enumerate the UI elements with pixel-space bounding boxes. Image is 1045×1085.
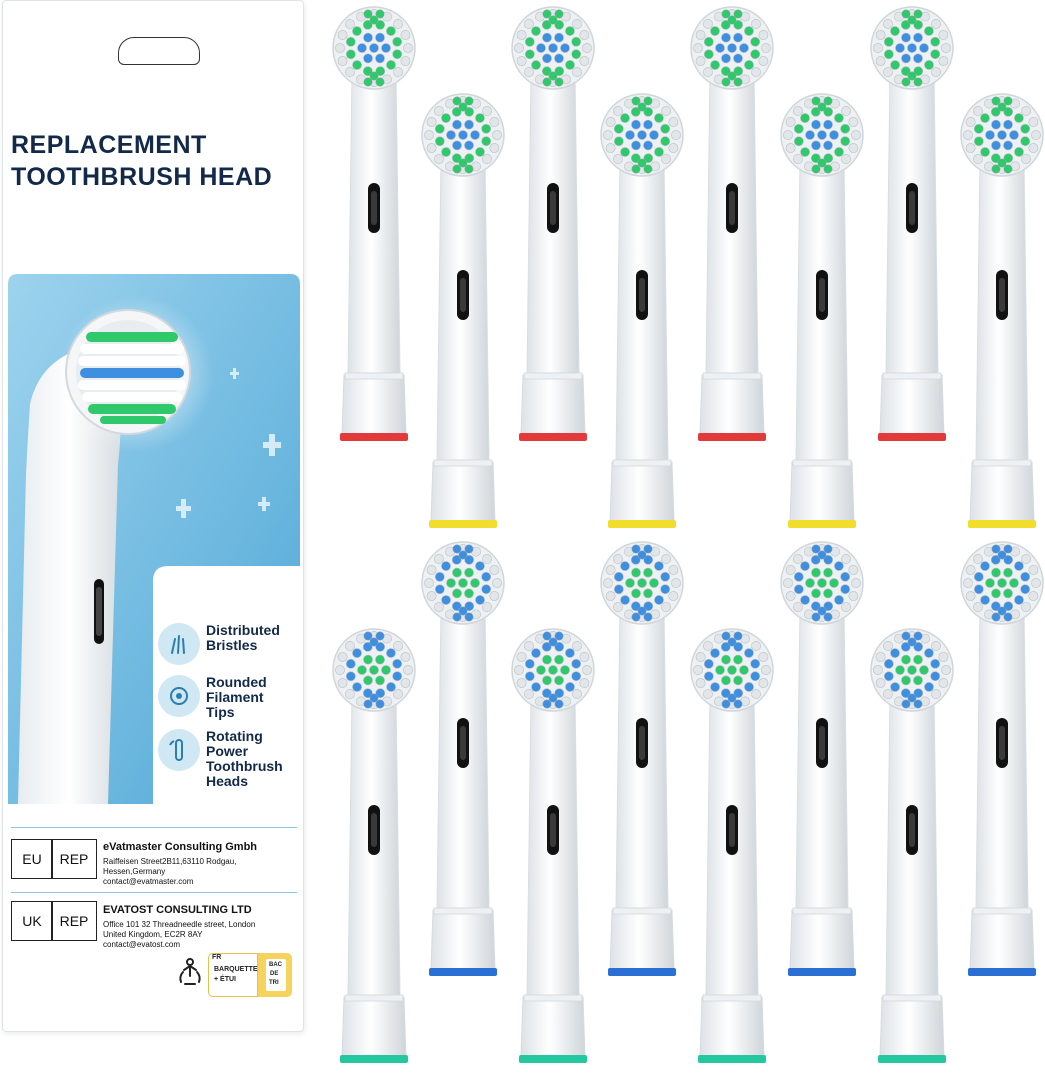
recycling-line-1: BARQUETTE — [214, 966, 258, 973]
feature-3-line-3: Toothbrush — [206, 758, 283, 774]
brush-head-top-3 — [511, 3, 595, 463]
uk-address-line-2: United Kingdom, EC2R 8AY — [103, 930, 203, 939]
feature-2-line-1: Rounded — [206, 674, 267, 690]
feature-distributed-bristles: Distributed Bristles — [158, 623, 302, 665]
feature-3-line-1: Rotating — [206, 728, 263, 744]
sorting-bin-icon: BAC DE TRI — [266, 959, 286, 991]
feature-1-line-2: Bristles — [206, 637, 258, 653]
brush-head-top-2 — [421, 90, 505, 550]
brush-head-top-4 — [600, 90, 684, 550]
recycling-country: FR — [212, 954, 222, 961]
feature-2-line-3: Tips — [206, 704, 235, 720]
brush-head-top-7 — [870, 3, 954, 463]
uk-rep-label: REP — [51, 901, 97, 941]
bin-label-3: TRI — [269, 980, 279, 986]
brush-head-top-1 — [332, 3, 416, 463]
divider-middle — [11, 892, 297, 893]
hang-hole — [118, 37, 200, 65]
brush-head-bottom-6 — [780, 538, 864, 998]
photo-bristles — [78, 332, 186, 424]
brush-head-bottom-4 — [600, 538, 684, 998]
feature-rounded-filament-tips: Rounded Filament Tips — [158, 675, 302, 720]
eu-address-line-1: Raiffeisen Street2B11,63110 Rodgau, — [103, 857, 237, 866]
brush-head-bottom-7 — [870, 625, 954, 1085]
eu-address-line-3: contact@evatmaster.com — [103, 877, 194, 886]
bristles-icon — [158, 623, 200, 665]
brush-head-bottom-8 — [960, 538, 1044, 998]
divider-top — [11, 827, 297, 828]
brush-head-top-8 — [960, 90, 1044, 550]
brush-head-bottom-3 — [511, 625, 595, 1085]
eu-company-block: eVatmaster Consulting Gmbh Raiffeisen St… — [103, 840, 299, 887]
bin-label-1: BAC — [269, 962, 282, 968]
package-card: REPLACEMENT TOOTHBRUSH HEAD — [2, 0, 304, 1032]
feature-rotating-power-heads: Rotating Power Toothbrush Heads — [158, 729, 302, 789]
brush-head-top-5 — [690, 3, 774, 463]
brush-head-bottom-1 — [332, 625, 416, 1085]
feature-3-line-4: Heads — [206, 773, 249, 789]
brush-head-bottom-2 — [421, 538, 505, 998]
filament-tip-icon — [158, 675, 200, 717]
uk-address-line-3: contact@evatost.com — [103, 940, 181, 949]
title-line-1: REPLACEMENT — [11, 131, 207, 159]
recycling-badge: FR BARQUETTE + ÉTUI BAC DE TRI — [208, 953, 292, 997]
rotating-brush-icon — [158, 729, 200, 771]
feature-1-line-1: Distributed — [206, 622, 280, 638]
title-line-2: TOOTHBRUSH HEAD — [11, 163, 273, 191]
bin-label-2: DE — [270, 971, 279, 977]
eu-label: EU — [11, 839, 53, 879]
brush-head-bottom-5 — [690, 625, 774, 1085]
uk-label: UK — [11, 901, 53, 941]
brush-head-top-6 — [780, 90, 864, 550]
uk-company-block: EVATOST CONSULTING LTD Office 101 32 Thr… — [103, 903, 299, 950]
eu-rep-label: REP — [51, 839, 97, 879]
feature-2-line-2: Filament — [206, 689, 264, 705]
uk-company-name: EVATOST CONSULTING LTD — [103, 904, 252, 916]
feature-3-line-2: Power — [206, 743, 249, 759]
eu-company-name: eVatmaster Consulting Gmbh — [103, 841, 258, 853]
product-photo-panel — [8, 274, 300, 804]
package-title: REPLACEMENT TOOTHBRUSH HEAD — [11, 129, 301, 193]
triman-recycling-icon — [179, 958, 201, 985]
uk-address-line-1: Office 101 32 Threadneedle street, Londo… — [103, 920, 256, 929]
recycling-line-2: + ÉTUI — [214, 976, 236, 983]
eu-address-line-2: Hessen,Germany — [103, 867, 166, 876]
